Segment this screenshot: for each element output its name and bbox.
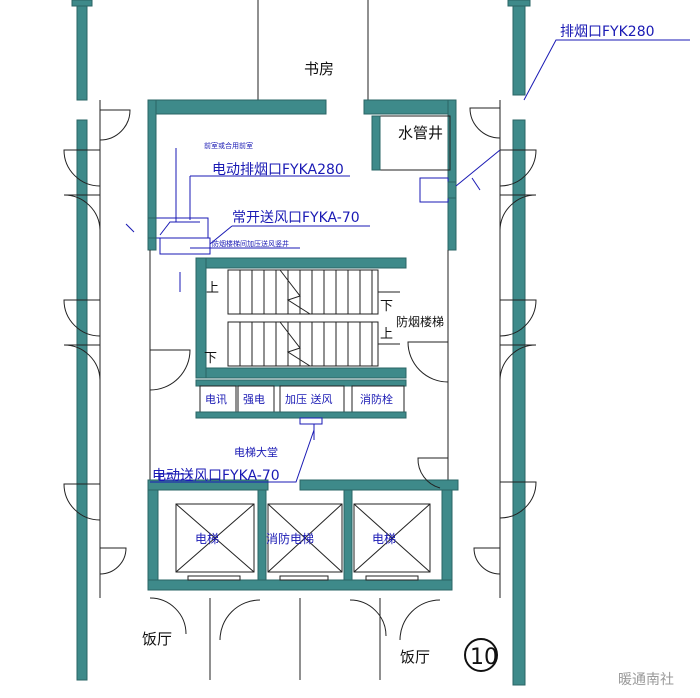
shaft-telecom: 电讯 (205, 393, 227, 406)
elevator-middle-label: 消防电梯 (266, 531, 314, 546)
doors (63, 50, 537, 680)
stair-up-1: 上 (206, 281, 219, 296)
shaft-fire-hydrant: 消防栓 (360, 392, 393, 406)
label-electric-supply: 电动送风口FYKA-70 (152, 468, 280, 484)
leader-lines (125, 39, 690, 483)
drawing-number: 10 (470, 645, 498, 670)
drawing-number-badge: 10 (464, 638, 498, 672)
stair-down-2: 下 (204, 351, 217, 366)
elevator-cars (175, 503, 431, 581)
stair-down-1: 下 (380, 299, 393, 314)
outer-walls (71, 0, 531, 686)
label-shaft-small-1: 前室或合用前室 (204, 141, 253, 150)
label-normal-open-supply: 常开送风口FYKA-70 (232, 210, 360, 226)
stair-treads (227, 269, 379, 367)
room-water-shaft: 水管井 (398, 124, 443, 142)
stair-breaks (279, 269, 400, 367)
label-electric-exhaust: 电动排烟口FYKA280 (212, 162, 344, 178)
elevator-right-label: 电梯 (372, 532, 396, 546)
shaft-pressurized-supply: 加压 送风 (285, 392, 333, 406)
room-study: 书房 (304, 60, 334, 78)
shaft-power: 强电 (243, 393, 265, 406)
stair-tread-lines (239, 270, 373, 366)
room-smoke-stair: 防烟楼梯 (396, 314, 444, 329)
watermark: 暖通南社 (618, 672, 674, 688)
room-dining-left: 饭厅 (142, 630, 172, 648)
ducts (147, 177, 457, 481)
label-exhaust-top-right: 排烟口FYK280 (560, 24, 655, 40)
label-shaft-small-2: 防烟楼梯间加压送风竖井 (212, 239, 289, 248)
elevator-left-label: 电梯 (195, 532, 219, 546)
room-dining-right: 饭厅 (400, 648, 430, 666)
stair-up-2: 上 (380, 327, 393, 342)
core-walls (147, 99, 459, 591)
room-lift-lobby: 电梯大堂 (234, 445, 278, 459)
